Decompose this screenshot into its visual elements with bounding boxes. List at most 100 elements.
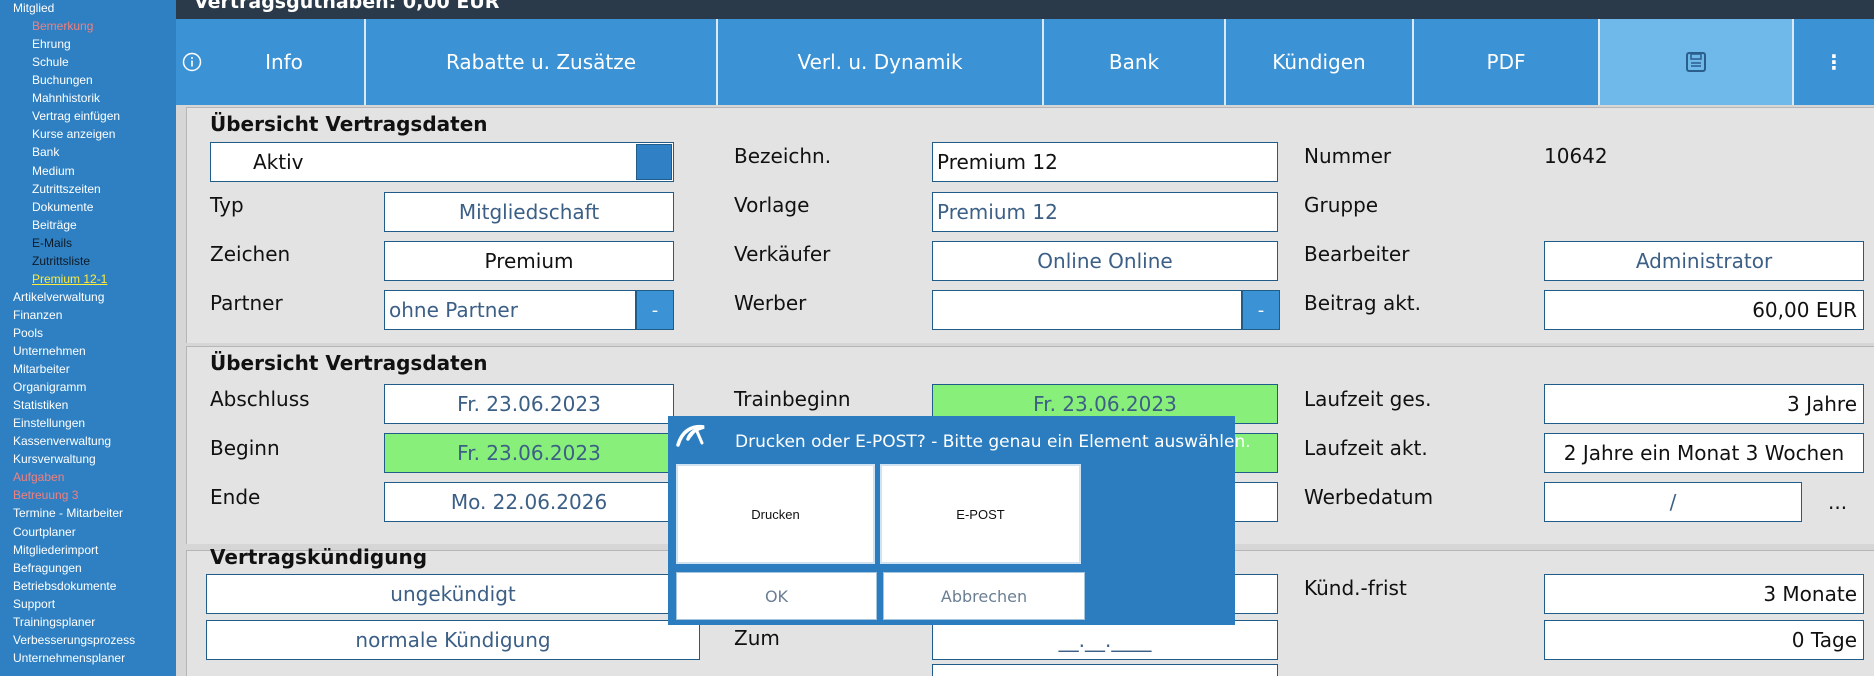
tab-kuendigen-label: Kündigen bbox=[1272, 50, 1366, 74]
bezeichnung-field[interactable]: Premium 12 bbox=[932, 142, 1278, 182]
sidebar-item[interactable]: Bemerkung bbox=[32, 19, 94, 34]
sidebar-item[interactable]: Mahnhistorik bbox=[32, 91, 101, 106]
werbedatum-field[interactable]: / bbox=[1544, 482, 1802, 522]
sidebar-item[interactable]: Premium 12-1 bbox=[32, 271, 108, 286]
contract-status-field[interactable]: Aktiv bbox=[210, 142, 674, 182]
partner-dropdown-button[interactable]: - bbox=[636, 290, 674, 330]
abschluss-field[interactable]: Fr. 23.06.2023 bbox=[384, 384, 674, 424]
ende-field[interactable]: Mo. 22.06.2026 bbox=[384, 482, 674, 522]
sidebar-item[interactable]: Trainingsplaner bbox=[13, 614, 96, 629]
cancel-button[interactable]: Abbrechen bbox=[883, 572, 1085, 620]
vorlage-field[interactable]: Premium 12 bbox=[932, 192, 1278, 232]
sidebar-item[interactable]: Buchungen bbox=[32, 73, 93, 88]
partner-field[interactable]: ohne Partner bbox=[384, 290, 636, 330]
sidebar-item[interactable]: Beiträge bbox=[32, 217, 77, 232]
section-title-kuendigung: Vertragskündigung bbox=[210, 545, 428, 569]
section-title-vertragsdaten: Übersicht Vertragsdaten bbox=[210, 112, 488, 136]
werber-field[interactable] bbox=[932, 290, 1242, 330]
tab-save[interactable] bbox=[1600, 19, 1792, 105]
beitrag-field[interactable]: 60,00 EUR bbox=[1544, 290, 1864, 330]
sidebar-item[interactable]: Verbesserungsprozess bbox=[13, 632, 136, 647]
kuendigung-art-field[interactable]: normale Kündigung bbox=[206, 620, 700, 660]
sidebar-item[interactable]: Betreuung 3 bbox=[13, 488, 79, 503]
sidebar-item[interactable]: Medium bbox=[32, 163, 75, 178]
nummer-label: Nummer bbox=[1304, 144, 1392, 168]
sidebar-item[interactable]: Support bbox=[13, 596, 56, 611]
tab-pdf-label: PDF bbox=[1486, 50, 1526, 74]
laufzeit-ges-field[interactable]: 3 Jahre bbox=[1544, 384, 1864, 424]
kuendigung-status-field[interactable]: ungekündigt bbox=[206, 574, 700, 614]
sidebar-item[interactable]: Kurse anzeigen bbox=[32, 127, 116, 142]
sidebar-item[interactable]: Organigramm bbox=[13, 380, 87, 395]
vorlage-label: Vorlage bbox=[734, 193, 810, 217]
more-menu-icon: ⋮ bbox=[1824, 50, 1844, 74]
section-title-vertragsdaten-2: Übersicht Vertragsdaten bbox=[210, 351, 488, 375]
sidebar-item[interactable]: Statistiken bbox=[13, 398, 69, 413]
tab-info-label: Info bbox=[265, 50, 303, 74]
extra-field[interactable] bbox=[932, 664, 1278, 676]
more-menu-button[interactable]: ⋮ bbox=[1794, 19, 1874, 105]
sidebar-item[interactable]: Zutrittszeiten bbox=[32, 181, 101, 196]
sidebar-item[interactable]: Vertrag einfügen bbox=[32, 109, 121, 124]
sidebar-item[interactable]: Befragungen bbox=[13, 560, 82, 575]
sidebar-item[interactable]: Finanzen bbox=[13, 307, 63, 322]
zum-label: Zum bbox=[734, 626, 780, 650]
tab-separator bbox=[1598, 19, 1600, 105]
tab-pdf[interactable]: PDF bbox=[1414, 19, 1598, 105]
sidebar-item[interactable]: Pools bbox=[13, 325, 44, 340]
zeichen-field[interactable]: Premium bbox=[384, 241, 674, 281]
tab-verlaengerung-label: Verl. u. Dynamik bbox=[797, 50, 963, 74]
sidebar-item[interactable]: Kassenverwaltung bbox=[13, 434, 112, 449]
tab-info[interactable]: Info bbox=[176, 19, 364, 105]
sidebar-item[interactable]: Mitglied bbox=[13, 1, 55, 15]
sidebar-item[interactable]: Zutrittsliste bbox=[32, 253, 91, 268]
tab-verlaengerung[interactable]: Verl. u. Dynamik bbox=[718, 19, 1042, 105]
werber-dropdown-button[interactable]: - bbox=[1242, 290, 1280, 330]
option-drucken[interactable]: Drucken bbox=[676, 464, 875, 564]
sidebar-item[interactable]: Mitgliederimport bbox=[13, 542, 99, 557]
bearbeiter-label: Bearbeiter bbox=[1304, 242, 1410, 266]
zum-field[interactable]: __.__.____ bbox=[932, 620, 1278, 660]
laufzeit-akt-label: Laufzeit akt. bbox=[1304, 436, 1428, 460]
contract-balance-title: Vertragsguthaben: 0,00 EUR bbox=[194, 0, 500, 13]
sidebar-item[interactable]: Bank bbox=[32, 145, 60, 160]
verkaeufer-field[interactable]: Online Online bbox=[932, 241, 1278, 281]
sidebar-item[interactable]: E-Mails bbox=[32, 235, 73, 250]
sidebar-item[interactable]: Einstellungen bbox=[13, 416, 86, 431]
status-toggle-button[interactable] bbox=[636, 144, 672, 180]
nummer-value: 10642 bbox=[1544, 144, 1608, 168]
sidebar-item[interactable]: Unternehmen bbox=[13, 343, 86, 358]
dialog-title: Drucken oder E-POST? - Bitte genau ein E… bbox=[735, 432, 1251, 452]
laufzeit-akt-field[interactable]: 2 Jahre ein Monat 3 Wochen bbox=[1544, 433, 1864, 473]
sidebar-item[interactable]: Ehrung bbox=[32, 37, 71, 52]
sidebar-item[interactable]: Kursverwaltung bbox=[13, 452, 96, 467]
sidebar-item[interactable]: Betriebsdokumente bbox=[13, 578, 117, 593]
tab-separator bbox=[1792, 19, 1794, 105]
sidebar-item[interactable]: Courtplaner bbox=[13, 524, 76, 539]
option-epost[interactable]: E-POST bbox=[880, 464, 1081, 564]
save-icon bbox=[1686, 52, 1706, 72]
ok-button[interactable]: OK bbox=[676, 572, 877, 620]
sidebar-item[interactable]: Schule bbox=[32, 55, 69, 70]
sidebar-item[interactable]: Artikelverwaltung bbox=[13, 289, 105, 304]
sidebar-item[interactable]: Mitarbeiter bbox=[13, 362, 70, 376]
bearbeiter-field[interactable]: Administrator bbox=[1544, 241, 1864, 281]
werbedatum-more-button[interactable]: ... bbox=[1828, 490, 1848, 514]
typ-field[interactable]: Mitgliedschaft bbox=[384, 192, 674, 232]
sidebar-item[interactable]: Aufgaben bbox=[13, 470, 65, 485]
tab-kuendigen[interactable]: Kündigen bbox=[1226, 19, 1412, 105]
partner-label: Partner bbox=[210, 291, 283, 315]
sidebar-item[interactable]: Unternehmensplaner bbox=[13, 650, 126, 665]
tab-rabatte[interactable]: Rabatte u. Zusätze bbox=[366, 19, 716, 105]
kuendigungsfrist-field[interactable]: 3 Monate bbox=[1544, 574, 1864, 614]
tab-bank[interactable]: Bank bbox=[1044, 19, 1224, 105]
tage-field[interactable]: 0 Tage bbox=[1544, 620, 1864, 660]
contract-balance-bar: Vertragsguthaben: 0,00 EUR bbox=[176, 0, 1874, 19]
tab-separator bbox=[364, 19, 366, 105]
bezeichnung-label: Bezeichn. bbox=[734, 144, 832, 168]
trainbeginn-label: Trainbeginn bbox=[734, 387, 851, 411]
sidebar-item[interactable]: Dokumente bbox=[32, 199, 94, 214]
sidebar-item[interactable]: Termine - Mitarbeiter bbox=[13, 506, 124, 521]
beginn-field[interactable]: Fr. 23.06.2023 bbox=[384, 433, 674, 473]
kuendigungsfrist-label: Künd.-frist bbox=[1304, 576, 1407, 600]
